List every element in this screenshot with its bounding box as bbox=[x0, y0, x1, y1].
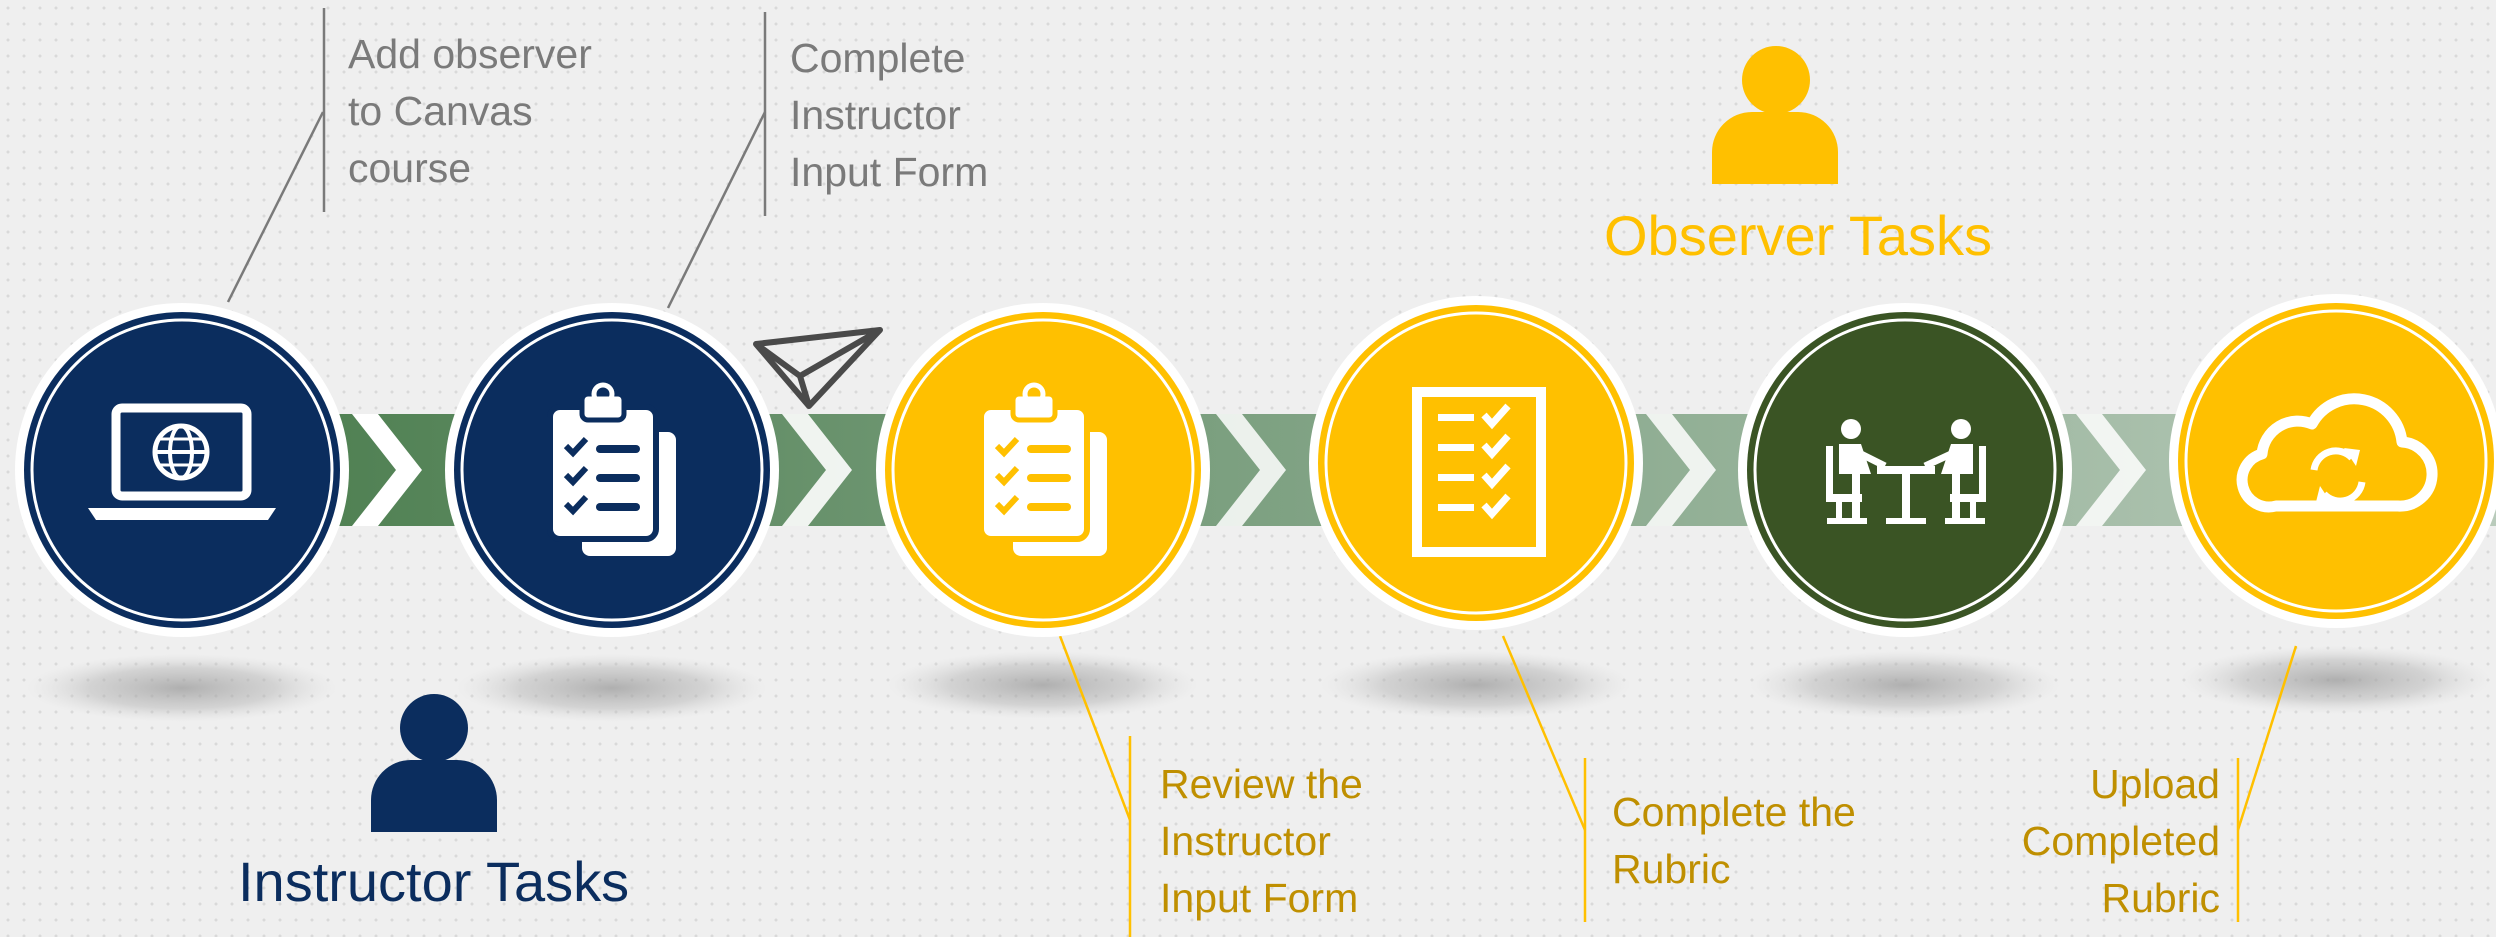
flow-chevrons bbox=[352, 414, 2146, 526]
chevron-right-icon bbox=[782, 414, 852, 526]
chevron-right-icon bbox=[1216, 414, 1286, 526]
chevron-right-icon bbox=[352, 414, 422, 526]
instructor-tasks-heading: Instructor Tasks bbox=[238, 850, 630, 913]
step-1-label: Add observer to Canvas course bbox=[348, 31, 592, 191]
step-3-circle bbox=[876, 303, 1210, 637]
clipboard-checklist-icon bbox=[978, 382, 1107, 556]
laptop-globe-icon bbox=[88, 403, 276, 520]
step-2-circle bbox=[445, 303, 779, 637]
paper-airplane-icon bbox=[753, 327, 883, 409]
step-3-label: Review the Instructor Input Form bbox=[1160, 761, 1363, 921]
step-6-circle bbox=[2169, 294, 2496, 628]
step-1-circle bbox=[15, 303, 349, 637]
step-4-label: Complete the Rubric bbox=[1612, 789, 1856, 892]
step-4-circle bbox=[1309, 296, 1643, 630]
clipboard-checklist-icon bbox=[547, 382, 676, 556]
checklist-document-icon bbox=[1412, 387, 1546, 557]
circle-shadows bbox=[27, 646, 2491, 722]
chevron-right-icon bbox=[1646, 414, 1716, 526]
step-2-label: Complete Instructor Input Form bbox=[790, 35, 989, 195]
chevron-right-icon bbox=[2076, 414, 2146, 526]
meeting-table-icon bbox=[1826, 419, 1986, 524]
observer-person-icon bbox=[1712, 46, 1838, 184]
observer-tasks-heading: Observer Tasks bbox=[1604, 204, 1992, 267]
leader-lines bbox=[226, 8, 2298, 937]
step-5-circle bbox=[1738, 303, 2072, 637]
instructor-person-icon bbox=[371, 694, 497, 832]
step-6-label: Upload Completed Rubric bbox=[2021, 761, 2220, 921]
cloud-sync-icon bbox=[2236, 393, 2438, 513]
